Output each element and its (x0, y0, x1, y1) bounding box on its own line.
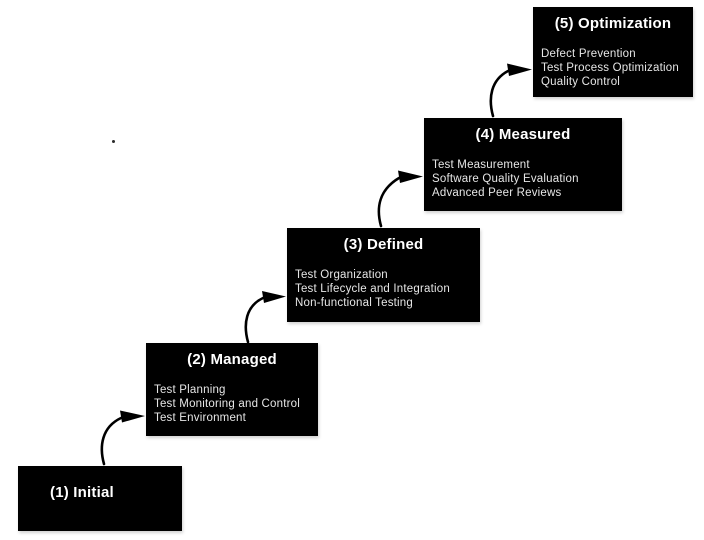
level-item: Advanced Peer Reviews (432, 187, 562, 199)
level-item: Test Planning (154, 384, 226, 396)
level-item: Defect Prevention (541, 48, 636, 60)
level-box-initial: (1) Initial (18, 466, 182, 531)
level-items: Test Organization Test Lifecycle and Int… (287, 268, 480, 310)
level-items: Defect Prevention Test Process Optimizat… (533, 47, 693, 89)
level-box-optimization: (5) Optimization Defect Prevention Test … (533, 7, 693, 97)
level-item: Software Quality Evaluation (432, 173, 579, 185)
level-item: Test Environment (154, 412, 247, 424)
level-items: Test Planning Test Monitoring and Contro… (146, 383, 318, 425)
level-items: Test Measurement Software Quality Evalua… (424, 158, 622, 200)
level-item: Test Monitoring and Control (154, 398, 301, 410)
level-title: (1) Initial (50, 484, 114, 501)
level-title: (4) Measured (475, 126, 571, 143)
level-item: Test Lifecycle and Integration (295, 283, 450, 295)
level-title: (3) Defined (343, 236, 424, 253)
level-item: Non-functional Testing (295, 297, 413, 309)
arrow-level4-to-level5-icon (489, 63, 532, 118)
arrow-level2-to-level3-icon (244, 291, 286, 344)
level-item: Quality Control (541, 76, 621, 88)
level-item: Test Organization (295, 269, 388, 281)
level-title: (5) Optimization (554, 15, 672, 32)
arrow-level1-to-level2-icon (100, 410, 145, 466)
stray-dot (112, 140, 115, 143)
level-box-defined: (3) Defined Test Organization Test Lifec… (287, 228, 480, 322)
level-item: Test Process Optimization (541, 62, 679, 74)
level-item: Test Measurement (432, 159, 530, 171)
level-box-managed: (2) Managed Test Planning Test Monitorin… (146, 343, 318, 436)
arrow-level3-to-level4-icon (377, 170, 423, 228)
level-title: (2) Managed (187, 351, 277, 368)
level-box-measured: (4) Measured Test Measurement Software Q… (424, 118, 622, 211)
